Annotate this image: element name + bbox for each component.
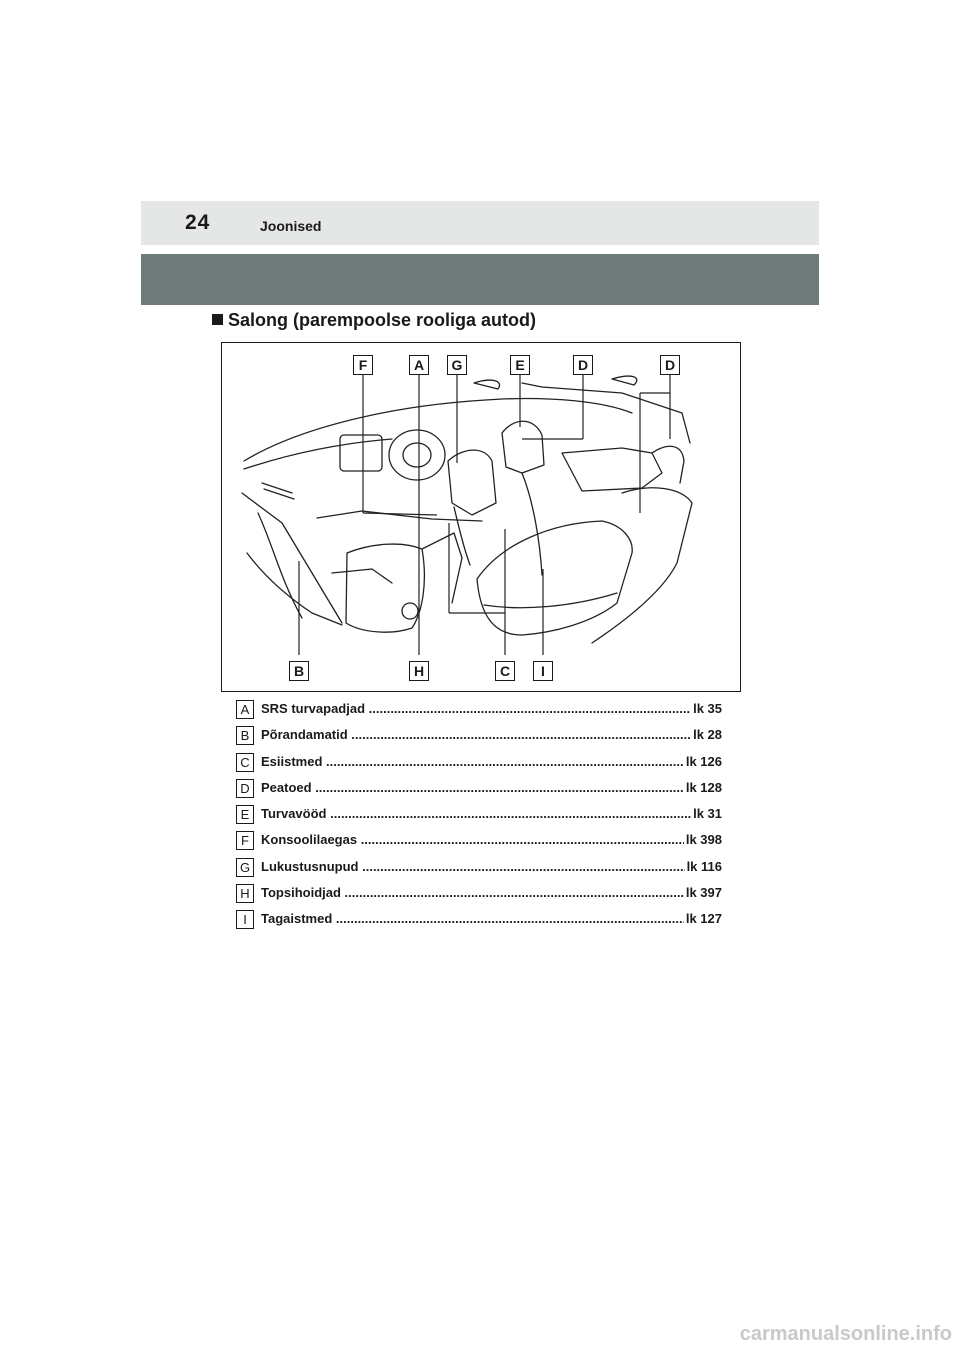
legend-page-ref[interactable]: lk 127 bbox=[683, 911, 722, 927]
legend-label: Põrandamatid bbox=[261, 727, 348, 743]
legend-letter: D bbox=[236, 778, 254, 798]
callout-A: A bbox=[409, 355, 429, 375]
legend-page-ref[interactable]: lk 126 bbox=[683, 753, 722, 769]
legend-page-ref[interactable]: lk 397 bbox=[683, 885, 722, 901]
legend-item: D Peatoed ..............................… bbox=[236, 776, 722, 802]
legend-label-wrap: Turvavööd ..............................… bbox=[261, 806, 721, 822]
legend-label: SRS turvapadjad bbox=[261, 701, 366, 716]
legend-letter: F bbox=[236, 831, 254, 851]
page-number: 24 bbox=[185, 211, 211, 234]
chapter-title: Joonised bbox=[260, 218, 322, 234]
legend-item: E Turvavööd ............................… bbox=[236, 802, 722, 828]
car-interior-drawing bbox=[241, 374, 693, 655]
section-heading-text: Salong (parempoolse rooliga autod) bbox=[228, 310, 537, 330]
watermark: carmanualsonline.info bbox=[739, 1323, 952, 1345]
legend-label: Konsoolilaegas bbox=[261, 832, 358, 848]
legend-label: Lukustusnupud bbox=[261, 858, 359, 874]
callout-F: F bbox=[353, 355, 373, 375]
callout-D-right: D bbox=[660, 355, 680, 375]
legend-letter: C bbox=[236, 752, 254, 772]
legend-letter: G bbox=[236, 857, 254, 877]
legend-label: Turvavööd bbox=[261, 806, 327, 822]
bullet-square-icon bbox=[212, 314, 223, 325]
legend-page-ref[interactable]: lk 128 bbox=[683, 779, 722, 795]
callout-C: C bbox=[495, 661, 515, 681]
legend-label-wrap: Konsoolilaegas .........................… bbox=[261, 832, 721, 848]
legend-label-wrap: Põrandamatid ...........................… bbox=[261, 727, 721, 743]
legend-label-wrap: Lukustusnupud ..........................… bbox=[261, 858, 721, 874]
callout-H: H bbox=[409, 661, 429, 681]
legend-letter: H bbox=[236, 884, 254, 904]
callout-B: B bbox=[289, 661, 309, 681]
legend-list: A SRS turvapadjad ......................… bbox=[236, 697, 722, 934]
legend-item: F Konsoolilaegas .......................… bbox=[236, 828, 722, 854]
legend-label-wrap: SRS turvapadjad ........................… bbox=[261, 701, 721, 716]
interior-illustration: F A G E D D B H C I bbox=[221, 342, 741, 692]
header-bar bbox=[141, 201, 819, 245]
section-heading: Salong (parempoolse rooliga autod) bbox=[212, 310, 536, 331]
legend-item: H Topsihoidjad .........................… bbox=[236, 881, 722, 907]
legend-label: Esiistmed bbox=[261, 753, 323, 769]
legend-page-ref[interactable]: lk 35 bbox=[691, 701, 722, 716]
legend-item: C Esiistmed ............................… bbox=[236, 750, 722, 776]
legend-page-ref[interactable]: lk 31 bbox=[691, 806, 722, 822]
callout-I: I bbox=[533, 661, 553, 681]
legend-label-wrap: Tagaistmed .............................… bbox=[261, 911, 721, 927]
legend-label-wrap: Peatoed ................................… bbox=[261, 779, 721, 795]
callout-G: G bbox=[447, 355, 467, 375]
callout-D-left: D bbox=[573, 355, 593, 375]
legend-item: I Tagaistmed ...........................… bbox=[236, 907, 722, 933]
legend-label-wrap: Topsihoidjad ...........................… bbox=[261, 885, 721, 901]
legend-label: Peatoed bbox=[261, 779, 312, 795]
legend-item: B Põrandamatid .........................… bbox=[236, 723, 722, 749]
legend-page-ref[interactable]: lk 116 bbox=[684, 858, 722, 874]
legend-label: Topsihoidjad bbox=[261, 885, 341, 901]
legend-item: G Lukustusnupud ........................… bbox=[236, 855, 722, 881]
legend-label: Tagaistmed bbox=[261, 911, 333, 927]
callout-E: E bbox=[510, 355, 530, 375]
legend-letter: E bbox=[236, 805, 254, 825]
legend-letter: I bbox=[236, 910, 254, 930]
legend-item: A SRS turvapadjad ......................… bbox=[236, 697, 722, 723]
legend-label-wrap: Esiistmed ..............................… bbox=[261, 753, 721, 769]
section-bar bbox=[141, 254, 819, 305]
legend-page-ref[interactable]: lk 398 bbox=[683, 832, 722, 848]
legend-page-ref[interactable]: lk 28 bbox=[691, 727, 722, 743]
legend-letter: A bbox=[236, 700, 254, 719]
legend-letter: B bbox=[236, 726, 254, 746]
